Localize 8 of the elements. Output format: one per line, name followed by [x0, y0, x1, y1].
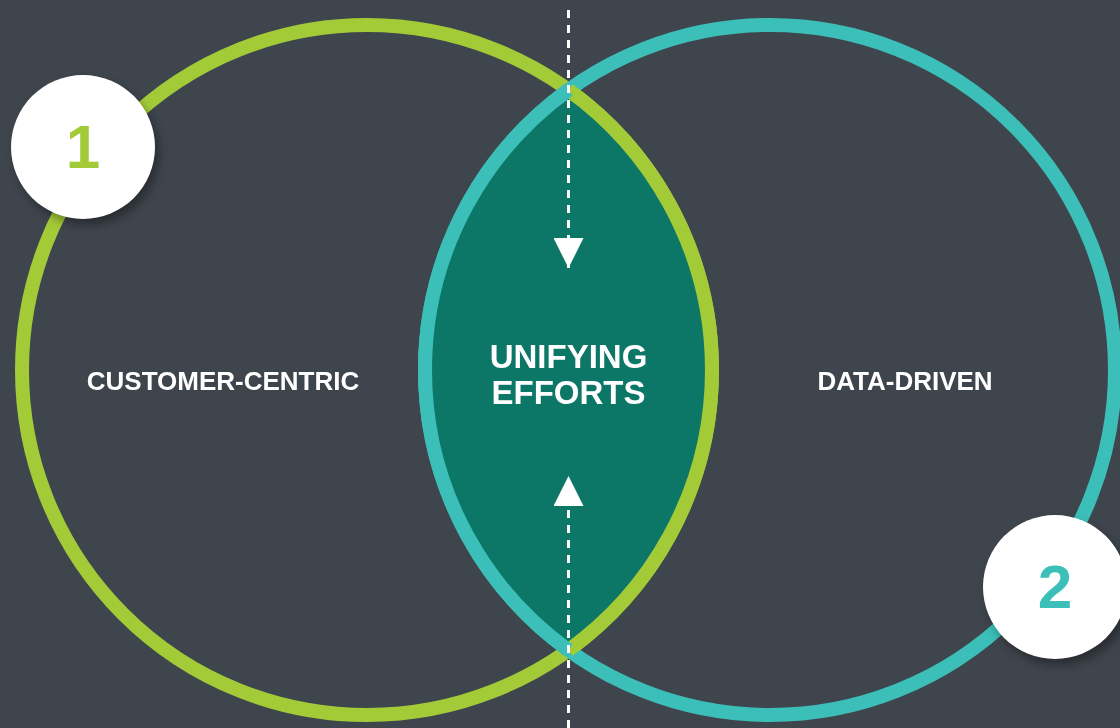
- dashed-arrow: [553, 476, 584, 728]
- dashed-arrow: [553, 10, 584, 268]
- circle-label: CUSTOMER-CENTRIC: [85, 366, 361, 396]
- badge-number: 1: [64, 113, 102, 181]
- circle-label: DATA-DRIVEN: [816, 366, 994, 396]
- badge-number: 2: [1036, 553, 1074, 621]
- overlap-region: [417, 81, 720, 659]
- circle-label: UNIFYING EFFORTS: [488, 339, 649, 411]
